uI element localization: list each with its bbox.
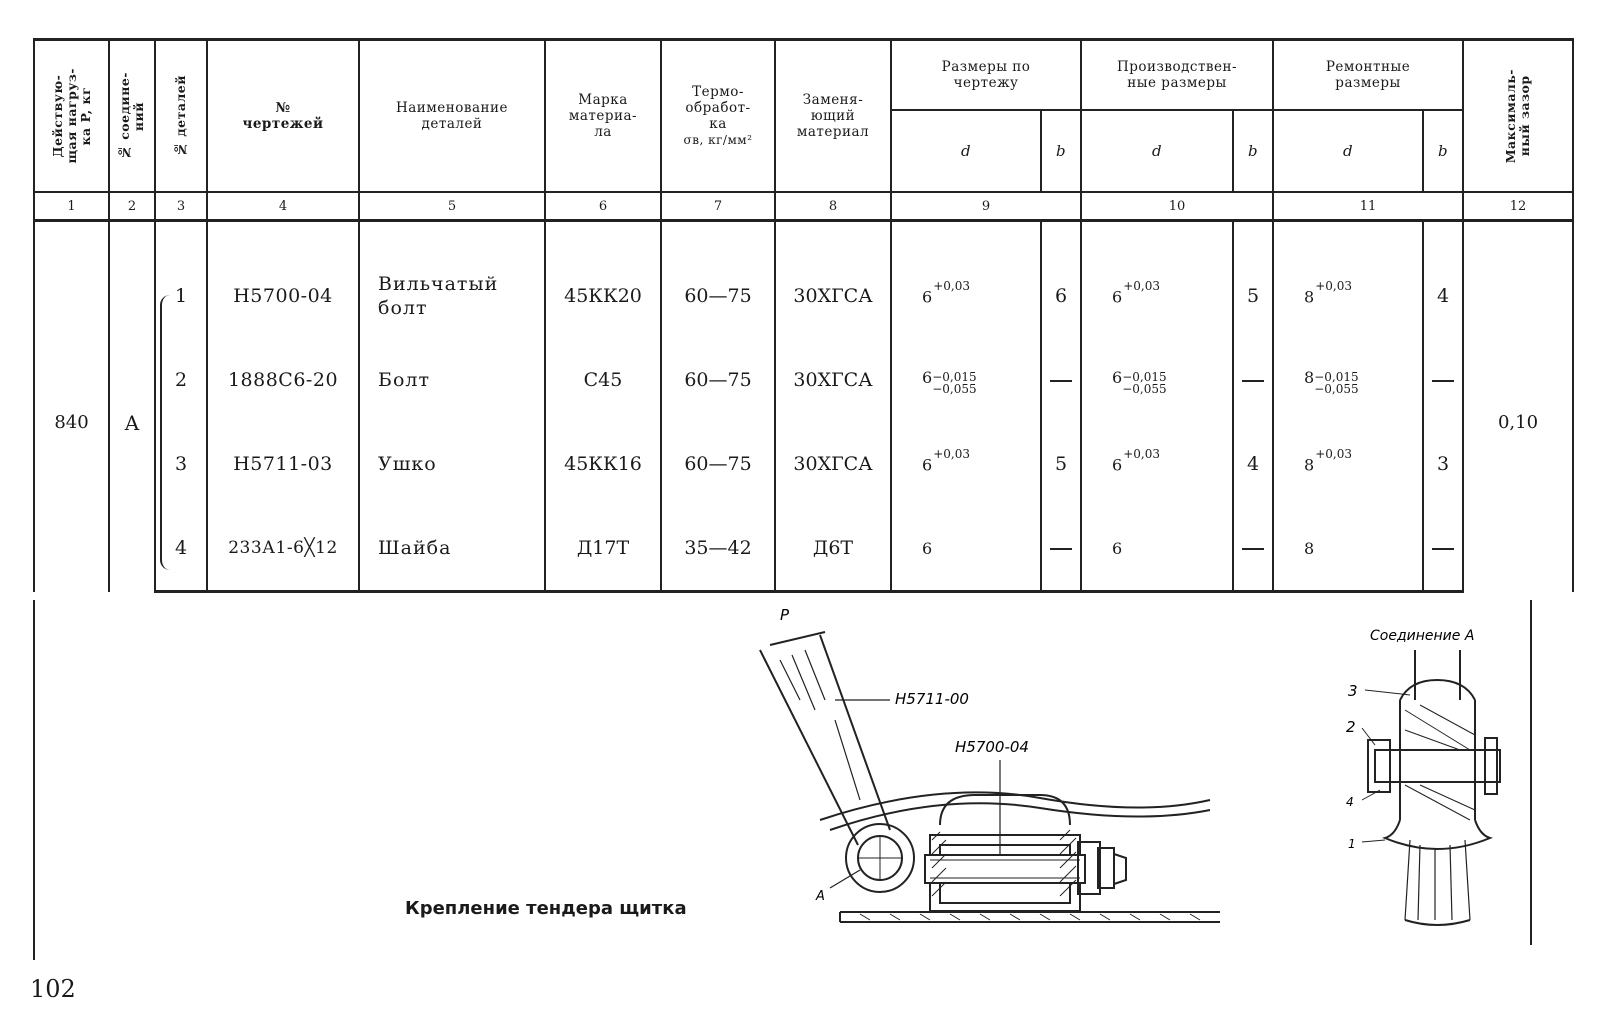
repair-b bbox=[1422, 338, 1465, 422]
frame-line bbox=[33, 600, 35, 960]
material: С45 bbox=[544, 338, 662, 422]
production-b: 4 bbox=[1232, 422, 1275, 506]
repair-b: 3 bbox=[1422, 422, 1465, 506]
label-p: P bbox=[780, 606, 790, 624]
heat-treatment: 35—42 bbox=[660, 506, 776, 593]
assembly-drawing: P H5711-00 H5700-04 A bbox=[759, 606, 1220, 923]
production-d: 6+0,03 bbox=[1080, 254, 1235, 338]
col-number: 6 bbox=[544, 191, 662, 222]
label-a: A bbox=[815, 889, 825, 904]
production-d: 6−0,015−0,055 bbox=[1080, 338, 1235, 422]
parts-brace bbox=[160, 295, 174, 570]
part-label-1: 1 bbox=[1348, 837, 1356, 851]
label-h5700: H5700-04 bbox=[955, 738, 1029, 756]
sub-b: b bbox=[1232, 108, 1275, 192]
repair-b: 4 bbox=[1422, 254, 1465, 338]
col-number: 2 bbox=[108, 191, 156, 222]
joint-detail-drawing: Соединение A 3 2 4 1 bbox=[1346, 628, 1501, 926]
drawing-d: 6−0,015−0,055 bbox=[890, 338, 1042, 422]
part-number: 3 bbox=[154, 422, 208, 506]
page-number: 102 bbox=[30, 975, 76, 1003]
header-repair-sizes: Ремонтные размеры bbox=[1272, 37, 1465, 110]
drawing-number: Н5700-04 bbox=[206, 254, 360, 338]
part-number: 4 bbox=[154, 506, 208, 593]
col-number: 4 bbox=[206, 191, 360, 222]
repair-d: 8+0,03 bbox=[1272, 422, 1425, 506]
part-name: Болт bbox=[358, 338, 546, 422]
load-value: 840 bbox=[33, 254, 110, 592]
header-replacement: Заменя- ющий материал bbox=[774, 38, 892, 192]
drawing-d: 6+0,03 bbox=[890, 422, 1042, 506]
production-b bbox=[1232, 506, 1275, 593]
sub-d: d bbox=[1080, 108, 1235, 192]
heat-treatment: 60—75 bbox=[660, 422, 776, 506]
drawing-d: 6 bbox=[890, 506, 1042, 593]
part-number: 2 bbox=[154, 338, 208, 422]
heat-treatment: 60—75 bbox=[660, 338, 776, 422]
repair-d: 8−0,015−0,055 bbox=[1272, 338, 1425, 422]
sub-b: b bbox=[1422, 108, 1465, 192]
sub-b: b bbox=[1039, 108, 1083, 192]
header-material: Марка материа- ла bbox=[544, 38, 662, 192]
part-name: Шайба bbox=[358, 506, 546, 593]
sub-d: d bbox=[890, 108, 1042, 192]
repair-b bbox=[1422, 506, 1465, 593]
drawing-b bbox=[1039, 338, 1083, 422]
material: 45КК16 bbox=[544, 422, 662, 506]
col-number: 12 bbox=[1462, 191, 1575, 222]
spec-table: Действую- щая нагруз- ка P, кг № соедине… bbox=[33, 37, 1575, 593]
replacement-material: 30ХГСА bbox=[774, 338, 892, 422]
header-joint: № соедине- ний bbox=[108, 38, 156, 192]
part-label-3: 3 bbox=[1348, 682, 1358, 700]
production-d: 6+0,03 bbox=[1080, 422, 1235, 506]
replacement-material: Д6Т bbox=[774, 506, 892, 593]
header-load: Действую- щая нагруз- ка P, кг bbox=[33, 38, 110, 192]
part-name: Ушко bbox=[358, 422, 546, 506]
col-number: 1 bbox=[33, 191, 110, 222]
repair-d: 8+0,03 bbox=[1272, 254, 1425, 338]
col-number: 10 bbox=[1080, 191, 1275, 222]
drawing-number: Н5711-03 bbox=[206, 422, 360, 506]
replacement-material: 30ХГСА bbox=[774, 254, 892, 338]
label-h5711: H5711-00 bbox=[895, 690, 969, 708]
header-production-sizes: Производствен- ные размеры bbox=[1080, 37, 1275, 110]
col-number: 9 bbox=[889, 191, 1083, 222]
production-b bbox=[1232, 338, 1275, 422]
header-part-no: № деталей bbox=[154, 38, 208, 192]
col-number: 7 bbox=[660, 191, 776, 222]
col-number: 8 bbox=[774, 191, 892, 222]
material: Д17Т bbox=[544, 506, 662, 593]
header-heat-treatment: Термо- обработ- ка σв, кг/мм² bbox=[660, 38, 776, 192]
production-b: 5 bbox=[1232, 254, 1275, 338]
production-d: 6 bbox=[1080, 506, 1235, 593]
part-name: Вильчатый болт bbox=[358, 254, 546, 338]
sub-d: d bbox=[1272, 108, 1425, 192]
frame-line bbox=[1530, 600, 1532, 945]
col-number: 3 bbox=[154, 191, 208, 222]
header-drawing-sizes: Размеры по чертежу bbox=[889, 37, 1083, 110]
figure-caption: Крепление тендера щитка bbox=[405, 898, 687, 919]
joint-title: Соединение A bbox=[1370, 628, 1474, 644]
col-number: 5 bbox=[358, 191, 546, 222]
drawing-b: 6 bbox=[1039, 254, 1083, 338]
part-label-4: 4 bbox=[1346, 795, 1354, 809]
max-gap-value: 0,10 bbox=[1462, 254, 1575, 592]
col-number: 11 bbox=[1272, 191, 1465, 222]
heat-treatment: 60—75 bbox=[660, 254, 776, 338]
drawing-d: 6+0,03 bbox=[890, 254, 1042, 338]
part-label-2: 2 bbox=[1346, 718, 1356, 736]
joint-value: A bbox=[108, 254, 156, 592]
drawing-b bbox=[1039, 506, 1083, 593]
header-drawing: № чертежей bbox=[206, 38, 360, 192]
drawing-b: 5 bbox=[1039, 422, 1083, 506]
material: 45КК20 bbox=[544, 254, 662, 338]
drawing-number: 1888С6-20 bbox=[206, 338, 360, 422]
header-max-gap: Максималь- ный зазор bbox=[1462, 38, 1575, 192]
drawing-number: 233А1-6╳12 bbox=[206, 506, 360, 593]
replacement-material: 30ХГСА bbox=[774, 422, 892, 506]
repair-d: 8 bbox=[1272, 506, 1425, 593]
